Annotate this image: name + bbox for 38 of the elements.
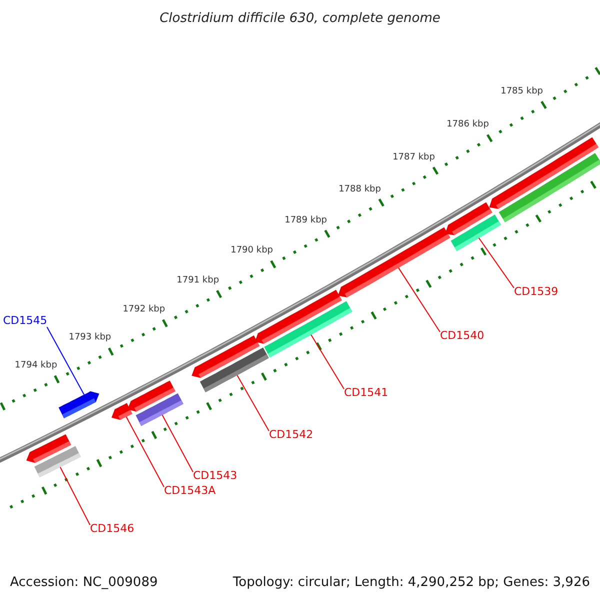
gene-label: CD1542 [269,428,314,441]
gene-bar [192,335,260,378]
leader-line [310,334,344,390]
scale-label: 1790 kbp [230,246,274,257]
leader-line [236,374,270,432]
leader-line [126,416,164,488]
leader-line [478,237,514,288]
scale-label: 1787 kbp [392,152,435,164]
gene-bar [445,202,492,236]
gene-bar [254,290,342,344]
scale-label: 1789 kbp [284,215,327,226]
leader-line [398,267,440,332]
gene-label: CD1543 [193,469,238,482]
gene-bar [112,403,132,420]
scale-label: 1792 kbp [122,304,166,316]
scale-label: 1785 kbp [500,86,543,98]
gene-bar [128,380,176,412]
gene-label: CD1543A [164,484,216,497]
leader-line [162,414,194,472]
gene-bar [489,137,598,209]
gene-label: CD1541 [344,386,388,399]
scale-label: 1786 kbp [446,120,489,131]
gene-label: CD1546 [90,522,134,535]
footer-text: Topology: circular; Length: 4,290,252 bp; Genes: 3,926 [232,574,590,592]
scale-label: 1791 kbp [176,275,220,286]
gene-bar [26,434,72,463]
scale-label: 1788 kbp [338,184,381,196]
gene-label: CD1545 [3,314,48,327]
gene-label: CD1540 [440,329,484,342]
footer-text: Accession: NC_009089 [10,574,158,592]
leader-line [46,326,85,396]
gene-bar [338,227,450,298]
scale-label: 1794 kbp [14,360,58,372]
title: Clostridium difficile 630, complete genome [158,10,442,28]
gene-label: CD1539 [514,285,558,298]
scale-label: 1793 kbp [68,332,112,344]
leader-line [60,466,90,526]
gene-bar [58,391,100,418]
